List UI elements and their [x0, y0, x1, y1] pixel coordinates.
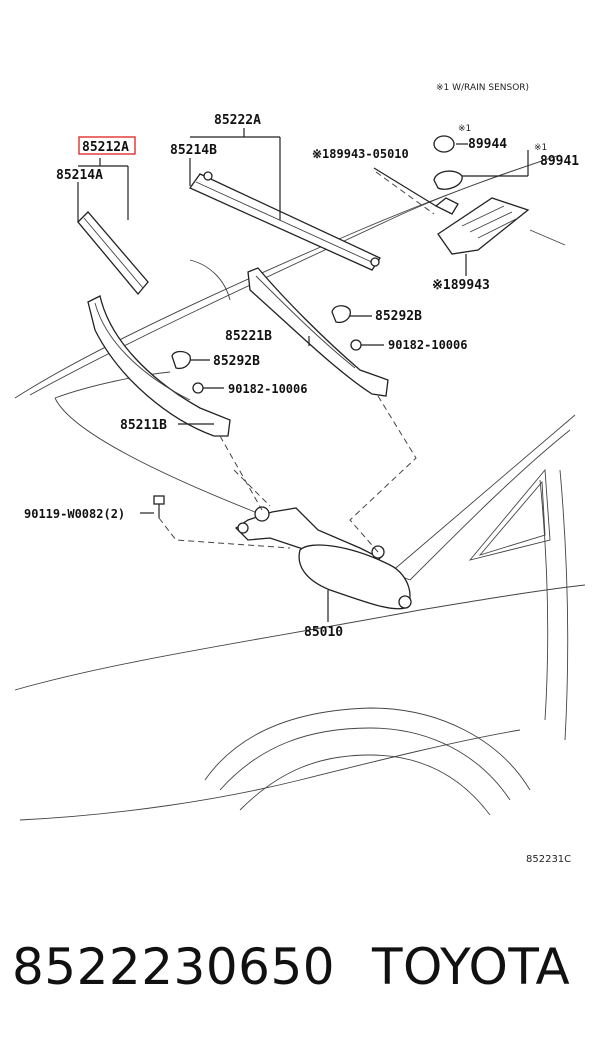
linkage-pivot-left [254, 506, 270, 522]
dash-left-arm-pivot [219, 435, 263, 511]
wiper-blade-left-rubber [83, 217, 144, 289]
wiper-blade-right-end [370, 257, 380, 267]
wiper-blade-right-rubber [195, 181, 377, 265]
wiper-arm-right-detail [255, 275, 356, 369]
figure-code: 852231C [526, 854, 571, 865]
wiper-blade-right-tip [203, 171, 213, 181]
wiper-arm-left [87, 295, 231, 437]
label-85292B-top: 85292B [375, 309, 422, 324]
leader-lines [77, 128, 529, 622]
rain-sensor-bracket-ribs [461, 205, 519, 239]
fender-line [19, 729, 521, 821]
pivot-cap-top [331, 305, 351, 324]
wiper-arm-left-detail [94, 302, 191, 401]
wiper-parts-diagram: ※1 W/RAIN SENSOR) 85212A 85214A 85222A 8… [14, 83, 586, 865]
label-90182-mid: 90182-10006 [228, 382, 307, 396]
label-89941: 89941 [540, 154, 579, 169]
label-85221B: 85221B [225, 329, 272, 344]
wiper-blade-left [77, 211, 149, 296]
bolt-90119 [153, 495, 165, 518]
label-85292B-mid: 85292B [213, 354, 260, 369]
nut-top [350, 339, 362, 351]
rain-sensor-clip-89943-05010 [434, 197, 459, 215]
footer-caption: 8522230650 TOYOTA [0, 938, 600, 1008]
label-89944-mark: ※1 [458, 124, 471, 134]
nut-mid [192, 382, 204, 394]
rain-sensor-note: ※1 W/RAIN SENSOR) [436, 83, 529, 93]
dash-rain-sensor [375, 171, 435, 215]
roof-edge-fragment [529, 229, 566, 246]
windshield-edge-inner [29, 154, 561, 396]
wiper-arm-left-shape [87, 295, 231, 437]
car-body-outline [14, 154, 586, 821]
part-number: 8522230650 [12, 938, 336, 996]
wiper-arm-right-shape [247, 267, 389, 397]
side-mirror-inner [478, 480, 546, 556]
wiper-motor-linkage [234, 506, 412, 610]
label-89941-mark: ※1 [534, 143, 547, 153]
dash-bolt-left [158, 517, 291, 549]
label-85214A: 85214A [56, 168, 103, 183]
dash-left-aux [233, 469, 271, 507]
wheel-arch-inner [219, 727, 511, 801]
rain-sensor-89941 [433, 170, 463, 190]
hood-front-edge [14, 584, 586, 691]
label-89943: ※189943 [432, 278, 490, 293]
label-85010: 85010 [304, 625, 343, 640]
dash-right-arm-pivot [349, 395, 417, 553]
label-85211B: 85211B [120, 418, 167, 433]
rain-sensor-cover-89944 [433, 135, 455, 153]
side-mirror-outline [468, 468, 551, 561]
wiper-arm-right [247, 267, 389, 397]
cowl-bump [189, 259, 231, 301]
wiper-motor-cap [398, 595, 412, 609]
highlight-box-85212A [78, 136, 136, 155]
label-90182-top: 90182-10006 [388, 338, 467, 352]
label-89944: 89944 [468, 137, 507, 152]
bolt-head [153, 495, 165, 505]
wheel-arch-tire [239, 754, 491, 816]
label-85212A: 85212A [82, 140, 129, 155]
a-pillar-line-2 [559, 469, 569, 741]
label-89943-05010: ※189943-05010 [312, 147, 409, 161]
label-85214B: 85214B [170, 143, 217, 158]
cowl-top [54, 371, 171, 399]
wiper-blade-right [189, 171, 381, 271]
linkage-bracket-left [237, 522, 249, 534]
wiper-blade-right-shape [189, 173, 381, 271]
pivot-cap-mid [171, 350, 191, 370]
hood-right-edge-2 [369, 414, 576, 591]
wheel-arch-outer [204, 707, 531, 791]
wiper-motor-body [298, 544, 411, 610]
a-pillar-line [539, 479, 549, 721]
hood-right-edge [409, 429, 571, 581]
brand-name: TOYOTA [372, 938, 571, 996]
label-90119: 90119-W0082(2) [24, 507, 125, 521]
assembly-dash-lines [158, 171, 435, 553]
label-85222A: 85222A [214, 113, 261, 128]
leader-89943-05010 [373, 167, 437, 207]
rain-sensor-group [433, 135, 530, 255]
